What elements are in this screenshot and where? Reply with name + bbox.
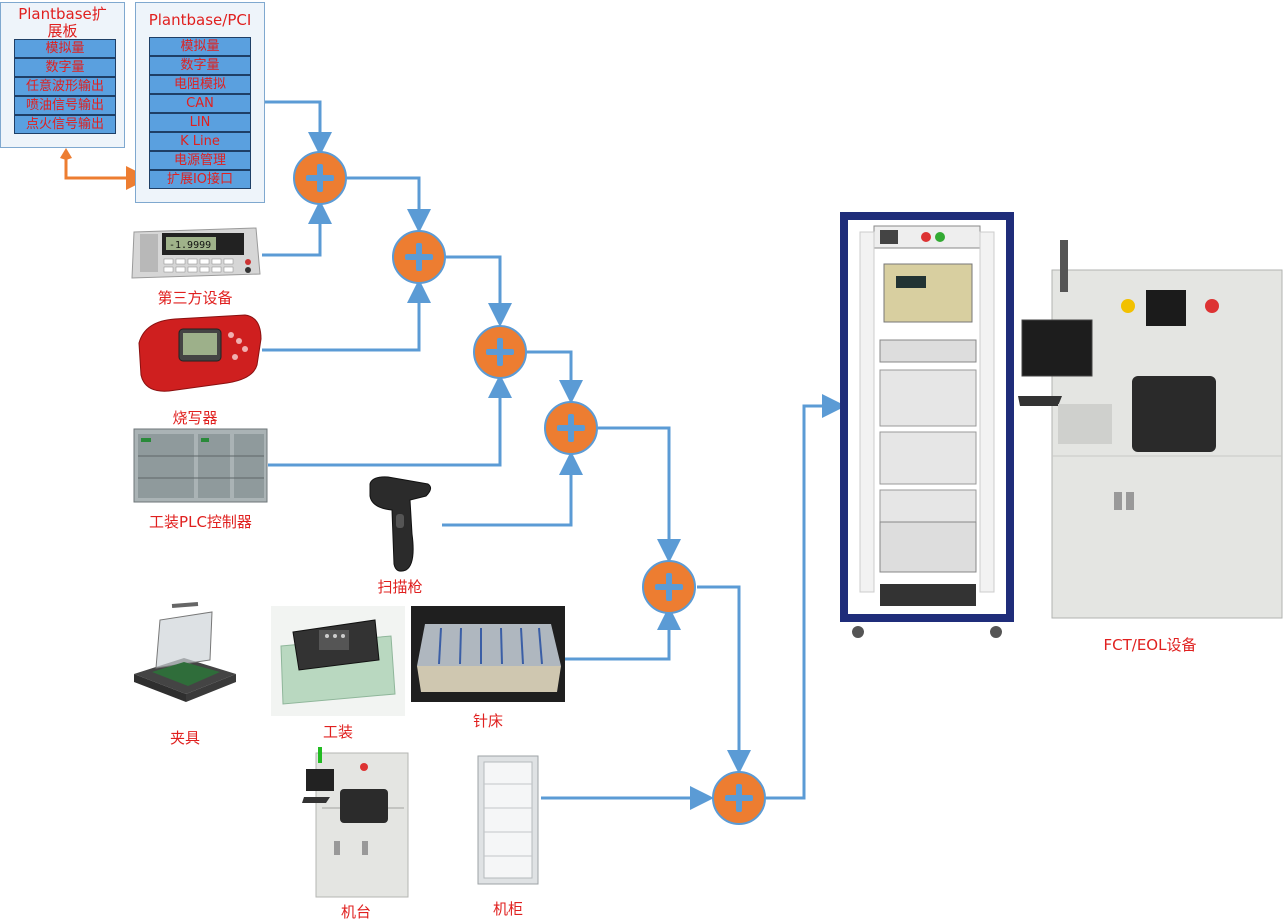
line-plc-to-node3: [268, 374, 512, 467]
pci-cell-power: 电源管理: [149, 151, 251, 170]
extension-cell-injection: 喷油信号输出: [14, 96, 116, 115]
multimeter-image: -1.9999: [131, 227, 261, 279]
machine-station-label: 机台: [340, 903, 371, 921]
machine-station-image: [302, 747, 409, 898]
needle-bed-image: [411, 606, 565, 702]
combine-node-4: [544, 401, 598, 455]
pci-board-panel: Plantbase/PCI 模拟量 数字量 电阻模拟 CAN LIN K Lin…: [135, 2, 265, 203]
extension-board-title: Plantbase扩展板: [18, 5, 107, 40]
plc-image: [133, 428, 268, 503]
pci-cell-can: CAN: [149, 94, 251, 113]
multimeter-display: -1.9999: [169, 240, 211, 251]
pci-cell-kline: K Line: [149, 132, 251, 151]
line-node3-to-node4: [527, 350, 583, 404]
fixture-image: [134, 602, 236, 702]
test-rack-image: [840, 212, 1014, 638]
extension-cell-analog: 模拟量: [14, 39, 116, 58]
extension-cell-digital: 数字量: [14, 58, 116, 77]
burner-label: 烧写器: [172, 409, 218, 427]
line-node1-to-node2: [347, 176, 431, 233]
combine-node-1: [293, 151, 347, 205]
extension-cell-ignition: 点火信号输出: [14, 115, 116, 134]
line-node2-to-node3: [446, 255, 512, 327]
combine-node-3: [473, 325, 527, 379]
pci-cell-analog: 模拟量: [149, 37, 251, 56]
tooling-label: 工装: [322, 723, 353, 741]
link-arrow-head-up: [60, 148, 72, 160]
pci-cell-digital: 数字量: [149, 56, 251, 75]
extension-board-panel: Plantbase扩展板 模拟量 数字量 任意波形输出 喷油信号输出 点火信号输…: [0, 2, 125, 148]
fct-eol-label: FCT/EOL设备: [1103, 636, 1197, 654]
needle-bed-label: 针床: [472, 712, 503, 730]
line-scanner-to-node4: [442, 451, 583, 527]
scanner-label: 扫描枪: [377, 578, 423, 596]
pci-cell-resistance: 电阻模拟: [149, 75, 251, 94]
line-node6-to-fct: [766, 394, 846, 800]
line-pci-to-node1: [265, 100, 332, 156]
combine-node-6: [712, 771, 766, 825]
tooling-image: [271, 606, 405, 716]
combine-node-5: [642, 560, 696, 614]
pci-cell-io: 扩展IO接口: [149, 170, 251, 189]
fixture-label: 夹具: [169, 729, 200, 747]
line-node4-to-node5: [598, 426, 681, 563]
fct-eol-machine-image: [1018, 240, 1283, 619]
cabinet-label: 机柜: [492, 900, 523, 918]
scanner-image: [369, 476, 432, 572]
line-meter-to-node1: [262, 200, 332, 257]
link-arrow-boards: [64, 153, 150, 190]
cabinet-image: [477, 755, 539, 885]
plc-label: 工装PLC控制器: [149, 513, 252, 531]
line-burner-to-node2: [262, 279, 431, 352]
line-node5-to-node6: [697, 585, 751, 774]
third-party-label: 第三方设备: [157, 289, 233, 307]
pci-cell-lin: LIN: [149, 113, 251, 132]
burner-image: [138, 314, 262, 392]
line-needlebed-to-node5: [565, 606, 681, 661]
extension-cell-waveform: 任意波形输出: [14, 77, 116, 96]
combine-node-2: [392, 230, 446, 284]
pci-board-title: Plantbase/PCI: [148, 11, 252, 29]
